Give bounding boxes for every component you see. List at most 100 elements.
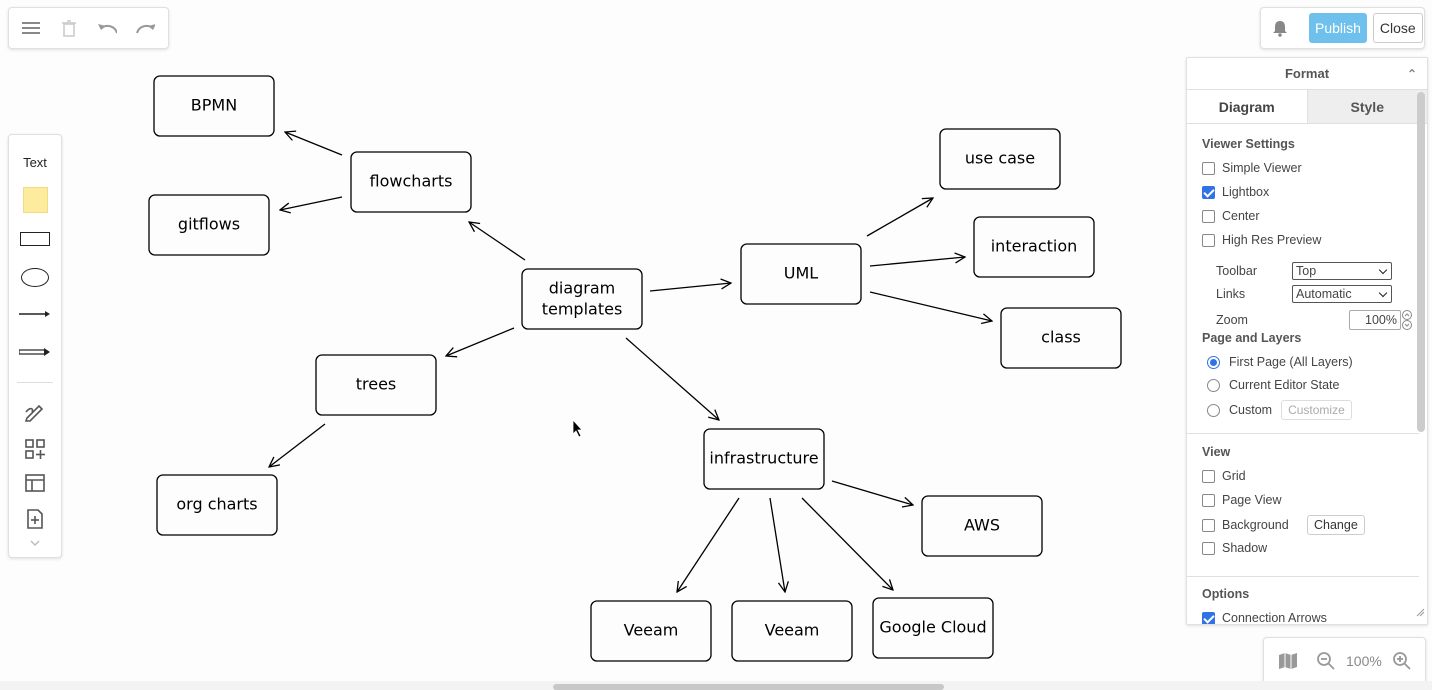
radio-label: First Page (All Layers) [1229, 355, 1353, 369]
customize-button[interactable]: Customize [1281, 400, 1352, 420]
diagram-canvas[interactable]: BPMN flowcharts gitflows diagram templat… [0, 0, 1180, 680]
text-shape[interactable]: Text [23, 154, 47, 170]
radio-button[interactable] [1207, 403, 1220, 417]
edge-templates-flowcharts[interactable] [469, 222, 526, 261]
checkbox-box[interactable] [1202, 209, 1215, 223]
arrow-shape[interactable] [9, 343, 61, 361]
radio-button[interactable] [1207, 378, 1220, 392]
edge-infrastructure-veeam1[interactable] [677, 497, 740, 592]
close-button[interactable]: Close [1372, 13, 1423, 43]
center-checkbox[interactable]: Center [1202, 209, 1260, 223]
collapse-chevron-icon[interactable]: ⌃ [1406, 67, 1417, 81]
toolbar-select[interactable]: Top [1292, 262, 1392, 280]
node-org-charts[interactable] [156, 474, 278, 536]
hamburger-menu-icon[interactable] [21, 18, 41, 38]
edge-infrastructure-aws[interactable] [831, 480, 913, 505]
top-right-toolbar: Publish Close [1260, 7, 1425, 49]
edge-templates-infrastructure[interactable] [625, 337, 719, 420]
publish-button[interactable]: Publish [1309, 13, 1367, 43]
horizontal-scrollbar-thumb[interactable] [553, 684, 944, 690]
checkbox-box[interactable] [1202, 185, 1215, 199]
checkbox-box[interactable] [1202, 493, 1215, 507]
edge-uml-interaction[interactable] [869, 257, 965, 267]
resize-handle-icon[interactable] [1415, 604, 1425, 622]
checkbox-box[interactable] [1202, 541, 1215, 555]
edge-infrastructure-googlecloud[interactable] [801, 497, 893, 590]
node-label: interaction [991, 237, 1078, 256]
checkbox-box[interactable] [1202, 518, 1215, 532]
checkbox-box[interactable] [1202, 161, 1215, 175]
rectangle-shape[interactable] [9, 229, 61, 249]
node-diagram-templates[interactable] [521, 268, 643, 330]
connection-arrows-checkbox[interactable]: Connection Arrows [1202, 611, 1327, 624]
node-flowcharts[interactable] [350, 151, 472, 213]
table-icon[interactable] [9, 471, 61, 495]
custom-radio[interactable]: Custom Customize [1207, 400, 1352, 420]
node-infrastructure[interactable] [703, 428, 825, 490]
edge-templates-uml[interactable] [649, 283, 731, 292]
node-gitflows[interactable] [148, 194, 270, 256]
zoom-level[interactable]: 100% [1346, 652, 1382, 669]
edge-trees-orgcharts[interactable] [269, 423, 326, 467]
edge-flowcharts-bpmn[interactable] [285, 132, 343, 156]
current-editor-state-radio[interactable]: Current Editor State [1207, 378, 1339, 392]
node-label: org charts [176, 495, 257, 514]
node-label: Google Cloud [879, 618, 986, 637]
zoom-in-icon[interactable] [1392, 651, 1412, 671]
ellipse-shape[interactable] [9, 265, 61, 289]
tab-diagram[interactable]: Diagram [1187, 90, 1307, 123]
zoom-row: Zoom 100% [1216, 310, 1412, 330]
view-heading: View [1202, 445, 1231, 459]
edge-uml-class[interactable] [869, 291, 992, 321]
node-veeam-2[interactable] [731, 600, 853, 662]
grid-checkbox[interactable]: Grid [1202, 469, 1246, 483]
links-select[interactable]: Automatic [1292, 285, 1392, 303]
new-page-icon[interactable] [9, 507, 61, 531]
map-icon[interactable] [1278, 652, 1298, 670]
checkbox-box[interactable] [1202, 469, 1215, 483]
node-interaction[interactable] [973, 216, 1095, 278]
format-panel: Format ⌃ Diagram Style Viewer Settings S… [1186, 57, 1428, 625]
checkbox-label: Grid [1222, 469, 1246, 483]
freehand-icon[interactable] [9, 401, 61, 427]
change-background-button[interactable]: Change [1307, 515, 1365, 535]
checkbox-box[interactable] [1202, 611, 1215, 624]
edge-infrastructure-veeam2[interactable] [769, 497, 785, 592]
line-shape[interactable] [9, 305, 61, 323]
node-google-cloud[interactable] [872, 597, 994, 659]
zoom-out-icon[interactable] [1316, 651, 1336, 671]
radio-label: Custom [1229, 403, 1273, 417]
zoom-spinner-icon[interactable] [1402, 310, 1412, 330]
add-shapes-icon[interactable] [9, 437, 61, 461]
redo-icon[interactable] [135, 18, 155, 38]
node-use-case[interactable] [939, 128, 1061, 190]
node-trees[interactable] [315, 354, 437, 416]
sticky-note-shape[interactable] [9, 185, 61, 215]
node-class[interactable] [1000, 307, 1122, 369]
bell-icon[interactable] [1271, 19, 1289, 37]
edge-templates-trees[interactable] [446, 327, 515, 356]
high-res-preview-checkbox[interactable]: High Res Preview [1202, 233, 1321, 247]
node-label: trees [356, 375, 397, 394]
page-view-checkbox[interactable]: Page View [1202, 493, 1282, 507]
chevron-down-icon[interactable] [9, 537, 61, 551]
radio-button[interactable] [1207, 355, 1220, 369]
edge-flowcharts-gitflows[interactable] [280, 196, 343, 210]
background-checkbox[interactable]: Background Change [1202, 515, 1365, 535]
node-aws[interactable] [921, 495, 1043, 557]
first-page-radio[interactable]: First Page (All Layers) [1207, 355, 1353, 369]
node-veeam-1[interactable] [590, 600, 712, 662]
edge-uml-usecase[interactable] [866, 198, 933, 237]
tab-style[interactable]: Style [1306, 90, 1427, 123]
node-bpmn[interactable] [153, 75, 275, 137]
lightbox-checkbox[interactable]: Lightbox [1202, 185, 1269, 199]
format-panel-header: Format ⌃ [1187, 58, 1427, 90]
node-uml[interactable] [740, 243, 862, 305]
undo-icon[interactable] [97, 18, 117, 38]
shadow-checkbox[interactable]: Shadow [1202, 541, 1267, 555]
format-panel-scrollbar[interactable] [1417, 92, 1425, 432]
simple-viewer-checkbox[interactable]: Simple Viewer [1202, 161, 1302, 175]
trash-icon[interactable] [59, 18, 79, 38]
zoom-input[interactable]: 100% [1349, 310, 1401, 330]
checkbox-box[interactable] [1202, 233, 1215, 247]
